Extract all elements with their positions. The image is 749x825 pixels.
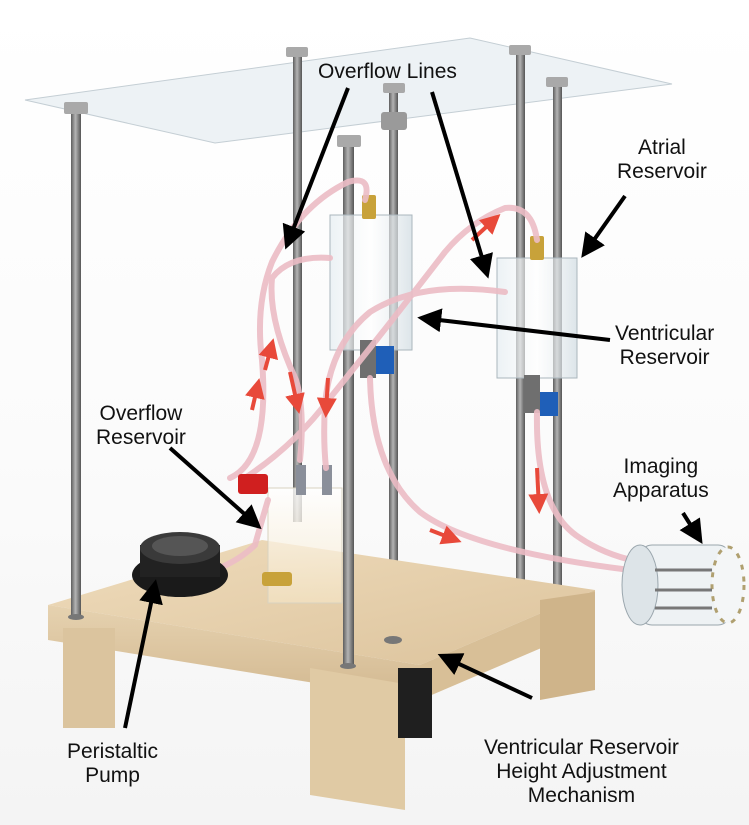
label-line: Apparatus — [613, 479, 709, 502]
rod-nut — [337, 135, 361, 147]
rod-nut — [64, 102, 88, 114]
rod-nut — [381, 112, 407, 130]
label-line: Pump — [85, 764, 140, 787]
label-line: Imaging — [623, 455, 699, 478]
label-atrial-reservoir: Atrial Reservoir — [617, 136, 707, 184]
peristaltic-pump-body — [132, 532, 228, 597]
label-line: Height Adjustment — [496, 760, 667, 783]
atrial-reservoir-box — [496, 257, 578, 379]
label-imaging-apparatus: Imaging Apparatus — [613, 455, 709, 503]
base-leg-back — [540, 592, 595, 700]
rod-nut — [286, 47, 308, 57]
rod-nut — [383, 83, 405, 93]
label-overflow-reservoir: Overflow Reservoir — [96, 402, 186, 450]
label-ventricular-reservoir: Ventricular Reservoir — [615, 322, 714, 370]
rod-front-center — [343, 140, 354, 668]
label-line: Ventricular — [615, 322, 715, 345]
label-line: Ventricular Reservoir — [484, 736, 679, 759]
label-line: Mechanism — [527, 784, 636, 807]
height-motor — [398, 668, 432, 738]
red-tee-connector — [238, 474, 268, 494]
label-overflow-lines: Overflow Lines — [318, 60, 457, 83]
rod-nut — [546, 77, 568, 87]
rod-nut — [509, 45, 531, 55]
label-line: Atrial — [638, 136, 686, 159]
label-line: Reservoir — [619, 346, 710, 369]
callout-arrows — [123, 87, 703, 729]
imaging-apparatus-body — [621, 544, 746, 626]
rod-back-left — [293, 52, 302, 522]
overflow-reservoir-box — [267, 487, 343, 604]
label-line: Peristaltic — [67, 740, 159, 763]
base-leg-right — [310, 668, 405, 810]
label-height-adjustment: Ventricular Reservoir Height Adjustment … — [484, 736, 679, 808]
label-line: Reservoir — [617, 160, 707, 183]
label-line: Reservoir — [96, 426, 186, 449]
rod-front-left — [71, 108, 81, 618]
label-line: Overflow — [99, 402, 183, 425]
ventricular-reservoir-box — [329, 214, 413, 351]
base-leg-left — [63, 628, 115, 728]
label-peristaltic-pump: Peristaltic Pump — [67, 740, 158, 788]
tubing — [212, 177, 643, 573]
